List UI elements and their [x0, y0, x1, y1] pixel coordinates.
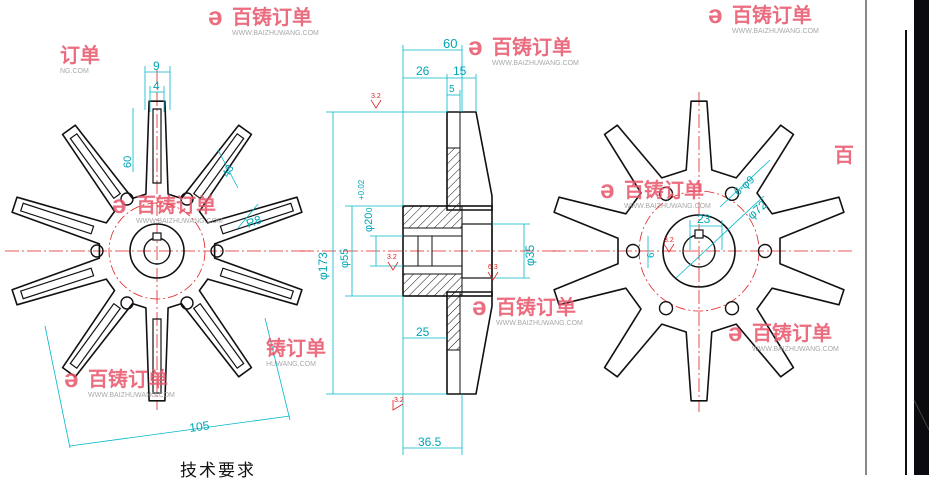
dim-9: 9 — [153, 59, 160, 73]
watermark-url: WWW.BAIZHUWANG.COM — [232, 30, 319, 37]
watermark-brand: 百铸订单 — [496, 295, 576, 319]
dim-4: 4 — [153, 79, 160, 93]
roughness-3: 3.2 — [394, 397, 404, 404]
watermark-url: WWW.BAIZHUWANG.COM — [136, 218, 223, 225]
lower-tooth — [446, 291, 493, 395]
dim-43: 43 — [220, 163, 237, 180]
dim-phi20: φ20 — [363, 213, 375, 232]
right-gear-outline — [553, 100, 845, 402]
dim-r8: R8 — [244, 212, 264, 231]
watermark-brand: 百铸订单 — [492, 35, 572, 59]
dim-105: 105 — [188, 418, 210, 435]
right-view — [552, 92, 852, 412]
dark-side-panel — [914, 0, 929, 475]
dim-60: 60 — [443, 36, 457, 51]
section-view: 60 26 15 5 φ173 φ55 φ20 +0.02 0 φ35 25 3… — [300, 36, 560, 455]
left-gear-outline — [11, 100, 303, 402]
watermark-url: WWW.BAIZHUWANG.COM — [492, 60, 579, 67]
watermark-url: NG.COM — [60, 68, 89, 75]
svg-text:ǝ: ǝ — [208, 1, 222, 31]
svg-text:ǝ: ǝ — [600, 174, 614, 204]
watermark-brand: 百铸订单 — [732, 3, 812, 27]
dim-5: 5 — [449, 84, 455, 95]
watermark: 百 — [834, 143, 854, 167]
dim-phi72: φ72 — [745, 197, 770, 222]
dim-26: 26 — [416, 64, 430, 78]
tol-lower: 0 — [365, 207, 374, 212]
roughness-right: 3.2 — [664, 237, 674, 244]
watermark-brand: 百铸订单 — [624, 178, 704, 202]
technical-requirements-caption: 技术要求 — [180, 461, 256, 481]
watermark-brand: 铸订单 — [266, 336, 326, 360]
tol-upper: +0.02 — [357, 179, 366, 200]
roughness-4: 6.3 — [488, 264, 498, 271]
watermark-brand: 百铸订单 — [232, 5, 312, 29]
dim-25: 25 — [416, 325, 430, 339]
watermark-url: WWW.BAIZHUWANG.COM — [732, 28, 819, 35]
svg-text:ǝ: ǝ — [472, 291, 486, 321]
watermark-brand: 百铸订单 — [136, 193, 216, 217]
svg-text:ǝ: ǝ — [468, 31, 482, 61]
watermark-url: WWW.BAIZHUWANG.COM — [624, 203, 711, 210]
left-view — [5, 70, 310, 410]
dim-phi173: φ173 — [316, 252, 330, 280]
dim-23: 23 — [697, 212, 711, 226]
watermark-brand: 百铸订单 — [88, 367, 168, 391]
dim-phi55: φ55 — [339, 249, 351, 268]
svg-text:ǝ: ǝ — [708, 0, 722, 29]
watermark-url: HUWANG.COM — [266, 361, 316, 368]
left-view-dims: 9 4 60 43 R8 105 — [44, 59, 291, 449]
svg-text:ǝ: ǝ — [64, 363, 78, 393]
svg-text:ǝ: ǝ — [728, 317, 742, 347]
dim-36-5: 36.5 — [418, 435, 442, 449]
watermark-brand: 百 — [834, 143, 854, 167]
watermark-brand: 百铸订单 — [752, 321, 832, 345]
svg-text:ǝ: ǝ — [112, 189, 126, 219]
dim-phi35: φ35 — [523, 245, 537, 266]
dim-6-right: 6 — [646, 252, 657, 258]
watermark-url: WWW.BAIZHUWANG.COM — [496, 320, 583, 327]
watermark-brand: 订单 — [60, 43, 100, 67]
dim-15: 15 — [453, 64, 467, 78]
roughness-1: 3.2 — [371, 93, 381, 100]
roughness-2: 3.2 — [387, 254, 397, 261]
dim-60-left: 60 — [122, 156, 134, 168]
hatched-web-upper — [446, 147, 461, 211]
watermark-url: WWW.BAIZHUWANG.COM — [752, 346, 839, 353]
watermark-url: WWW.BAIZHUWANG.COM — [88, 392, 175, 399]
